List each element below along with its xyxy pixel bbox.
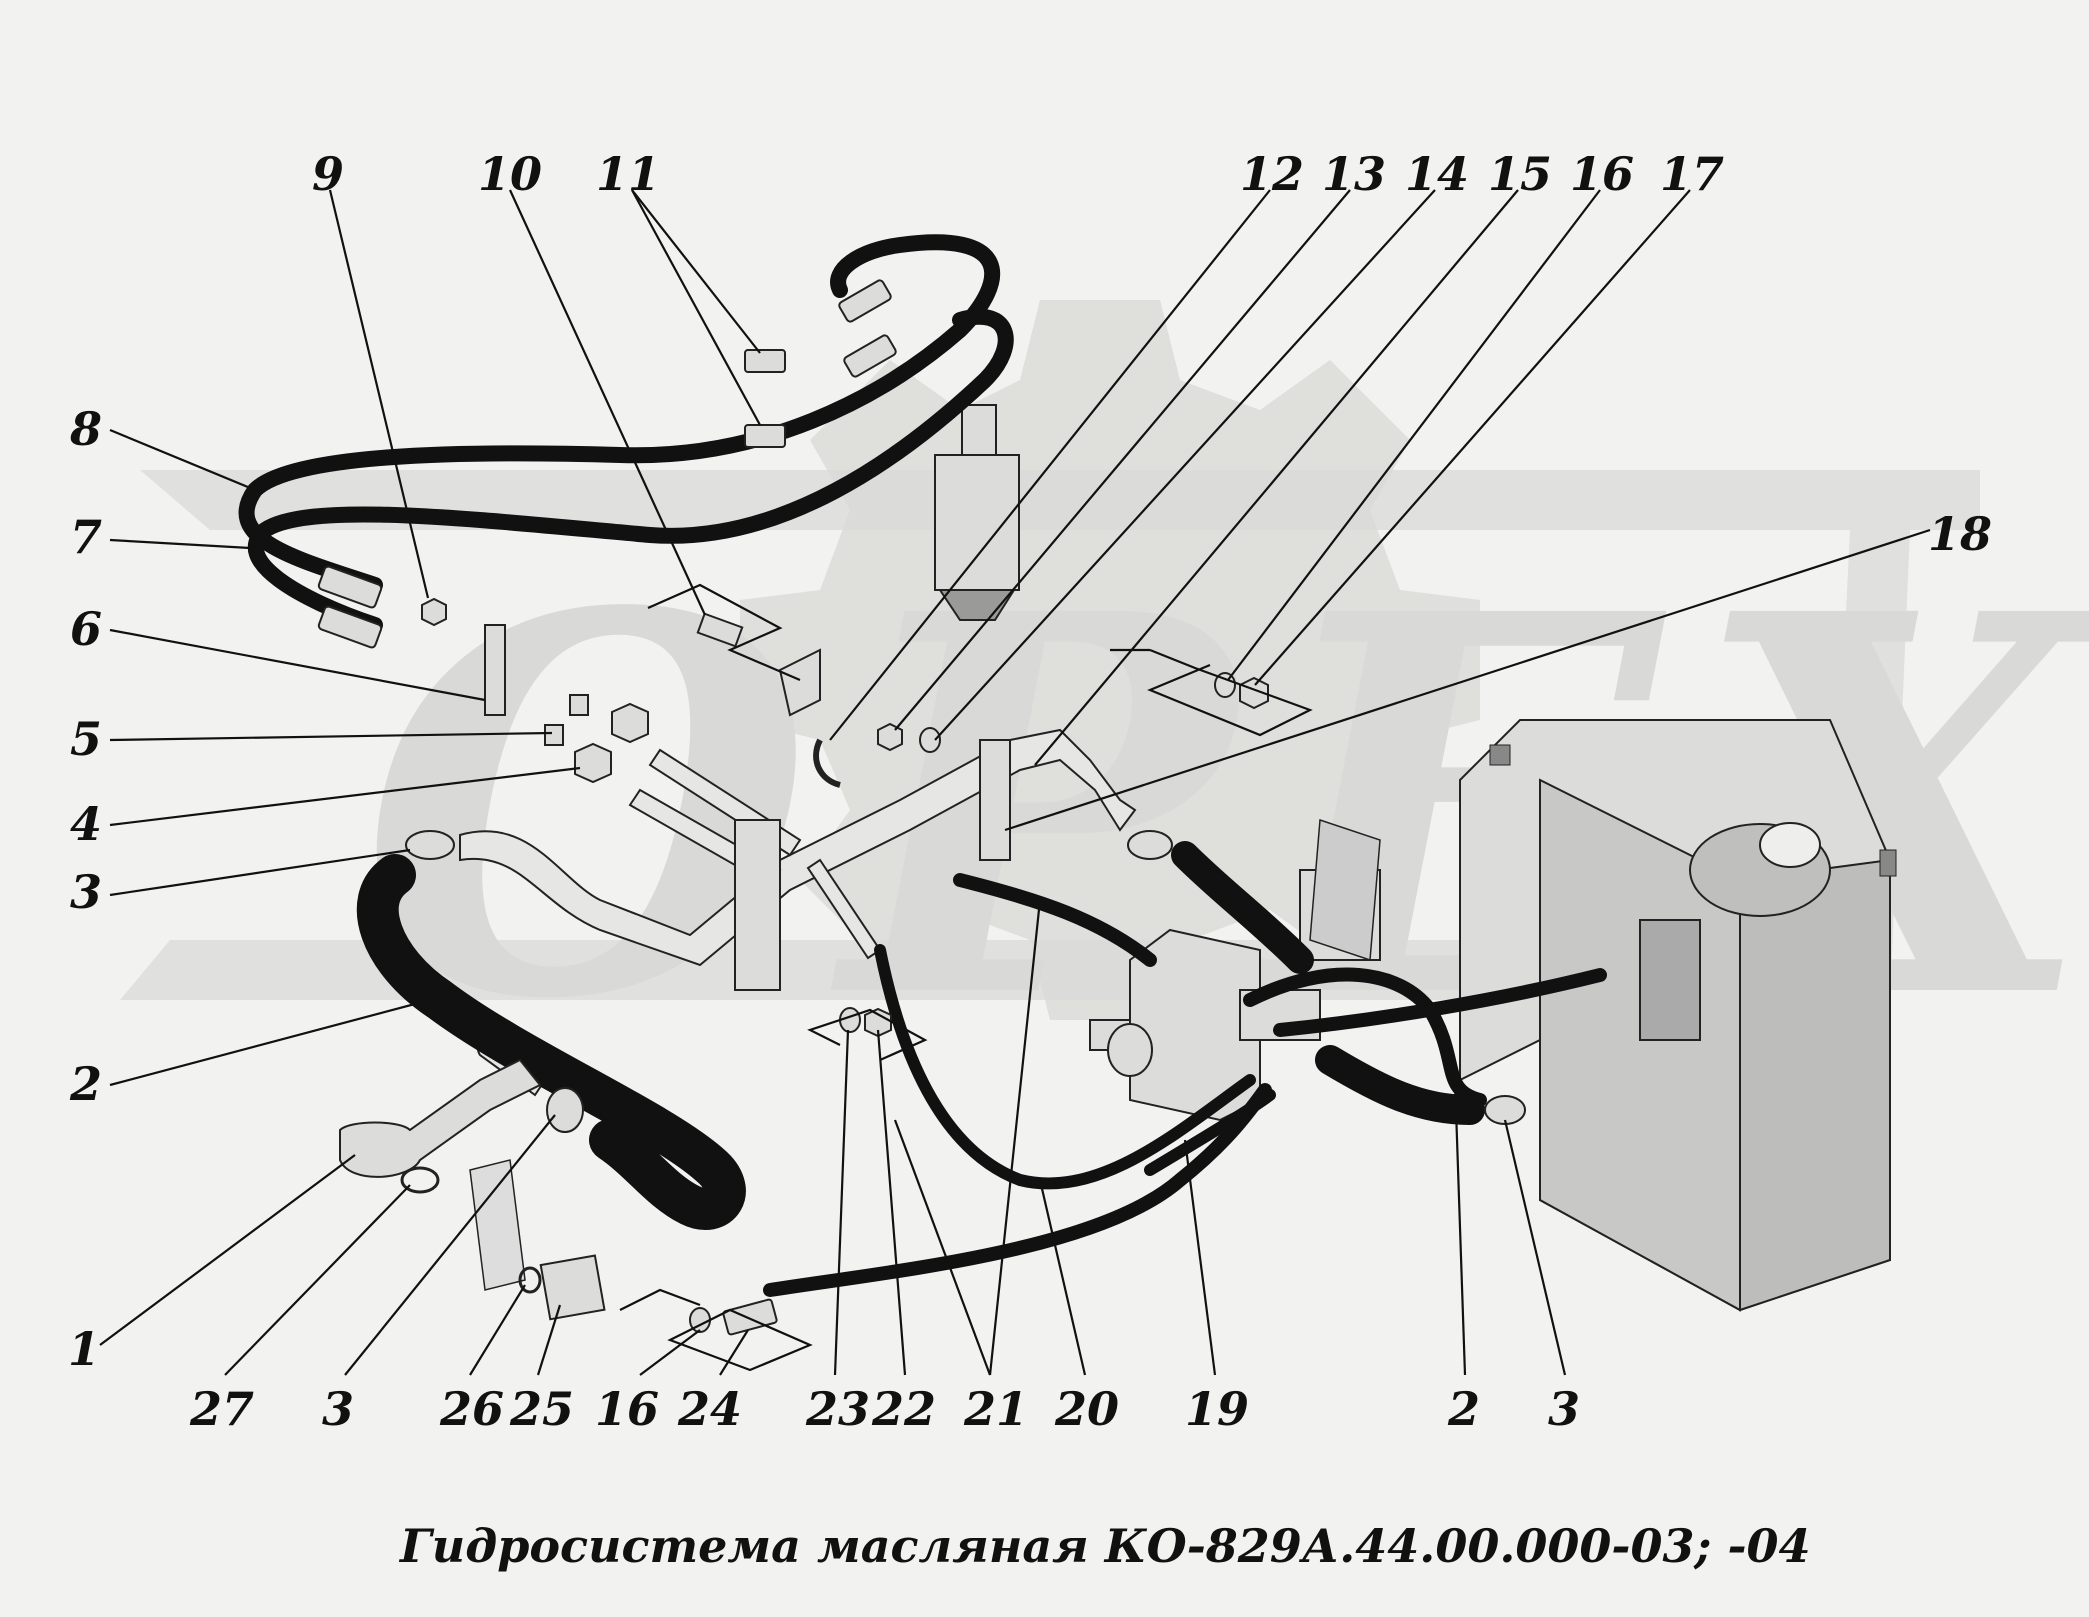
- callout-8: 8: [69, 402, 102, 456]
- leader-lines: [99, 189, 1931, 1376]
- callout-11: 11: [596, 147, 660, 201]
- o-ring-26: [518, 1266, 542, 1294]
- flange-25: [539, 1254, 606, 1321]
- hose-return: [1171, 841, 1314, 974]
- nut-9: [421, 597, 447, 627]
- clamp-3-mid: [1127, 830, 1173, 860]
- callout-27: 27: [189, 1382, 254, 1436]
- callout-9: 9: [312, 147, 344, 201]
- box-10: [647, 583, 801, 682]
- hose-pressure-20: [874, 944, 1256, 1190]
- callout-3-left: 3: [70, 865, 102, 919]
- nut-4b: [574, 742, 612, 784]
- pump-mount: [469, 1159, 526, 1291]
- bracket-right: [979, 739, 1011, 861]
- hydraulic-cylinder: [934, 404, 1020, 621]
- box-24-16-link: [619, 1288, 701, 1311]
- callout-22: 22: [871, 1382, 936, 1436]
- bracket-left: [734, 819, 781, 991]
- bracket-small: [778, 648, 821, 717]
- callout-2-left: 2: [69, 1057, 102, 1111]
- nut-13: [877, 722, 903, 752]
- callout-16-bottom: 16: [595, 1382, 659, 1436]
- callout-boxes: [619, 583, 1313, 1372]
- hose-valve-to-tank-3: [1273, 968, 1607, 1037]
- angle-fitting-11a: [744, 349, 786, 373]
- hose-end-fitting-3: [838, 279, 892, 323]
- callout-3-right: 3: [1548, 1382, 1580, 1436]
- angle-fitting-11b: [744, 424, 786, 448]
- valve-mount-plate: [1309, 818, 1381, 962]
- callout-1: 1: [68, 1322, 100, 1376]
- ring-14: [919, 727, 941, 753]
- callout-25: 25: [509, 1382, 574, 1436]
- tee-fitting-6: [484, 624, 506, 716]
- ring-5a: [569, 694, 589, 716]
- o-ring-27: [400, 1166, 440, 1194]
- callout-4: 4: [70, 797, 102, 851]
- hose-suction: [356, 854, 746, 1230]
- callout-24: 24: [677, 1382, 742, 1436]
- ring-5b: [544, 724, 564, 746]
- pipe-to-valve-1: [806, 858, 882, 960]
- callout-5: 5: [70, 712, 102, 766]
- hydraulic-tank: [1459, 719, 1897, 1312]
- hose-end-fitting-4: [843, 334, 897, 378]
- diagram-title: Гидросистема масляная КО-829А.44.00.000-…: [398, 1519, 1811, 1573]
- callout-20: 20: [1054, 1382, 1119, 1436]
- callout-10: 10: [478, 147, 542, 201]
- callout-14: 14: [1405, 147, 1469, 201]
- hose-top-loop-inner: [247, 308, 1014, 633]
- clamp-3-right: [1484, 1095, 1526, 1125]
- hose-end-fitting-2: [317, 605, 383, 649]
- callout-23: 23: [805, 1382, 870, 1436]
- suction-flange-1: [339, 1058, 542, 1178]
- callout-12: 12: [1240, 147, 1304, 201]
- box-16-17: [1147, 648, 1313, 737]
- clip-12: [813, 738, 841, 788]
- small-fittings: [317, 279, 1526, 1336]
- callout-labels: 9 10 11 12 13 14 15 16 17 18 8 7 6 5 4 3…: [68, 147, 1992, 1436]
- hose-valve-to-tank-1: [953, 873, 1157, 967]
- clamp-3-bottom: [546, 1087, 584, 1133]
- box-22-23: [807, 1008, 928, 1062]
- nut-4a: [611, 702, 649, 744]
- hose-lower-right: [1315, 1045, 1485, 1125]
- bolt-10: [696, 612, 744, 648]
- tank-filter: [1639, 919, 1701, 1041]
- hose-19: [1144, 1089, 1276, 1176]
- callout-3-bottom: 3: [322, 1382, 354, 1436]
- pipe-main: [459, 728, 1137, 967]
- callout-13: 13: [1322, 147, 1386, 201]
- bolt-24: [722, 1298, 778, 1336]
- clamp-3-left: [405, 830, 455, 860]
- callout-16-top: 16: [1570, 147, 1634, 201]
- callout-6: 6: [70, 602, 102, 656]
- callout-19: 19: [1185, 1382, 1249, 1436]
- box-24-16: [667, 1308, 813, 1372]
- hose-end-fitting-1: [317, 565, 383, 609]
- hose-top-loop-outer: [238, 234, 1000, 593]
- callout-17: 17: [1660, 147, 1724, 201]
- callout-18: 18: [1928, 507, 1992, 561]
- nut-17: [1239, 676, 1269, 710]
- nut-22: [864, 1007, 892, 1038]
- callout-21: 21: [963, 1382, 1028, 1436]
- callout-15: 15: [1488, 147, 1552, 201]
- callout-7: 7: [70, 510, 102, 564]
- callout-26: 26: [439, 1382, 504, 1436]
- callout-2-right: 2: [1447, 1382, 1480, 1436]
